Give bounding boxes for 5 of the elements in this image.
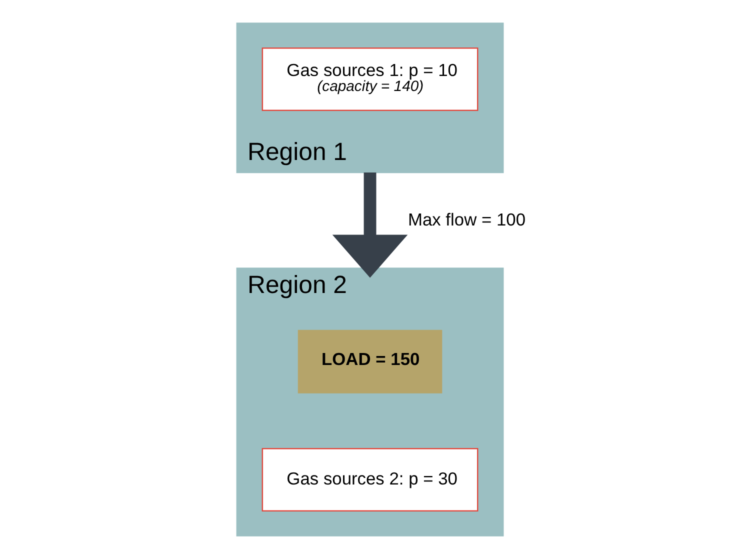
- edge-label: Max flow = 100: [408, 210, 526, 230]
- node-box: Gas sources 1: p = 10 (capacity = 140): [262, 48, 478, 111]
- arrow: [332, 172, 408, 278]
- node-box: LOAD = 150: [298, 330, 442, 394]
- node-box: Gas sources 2: p = 30: [262, 448, 478, 512]
